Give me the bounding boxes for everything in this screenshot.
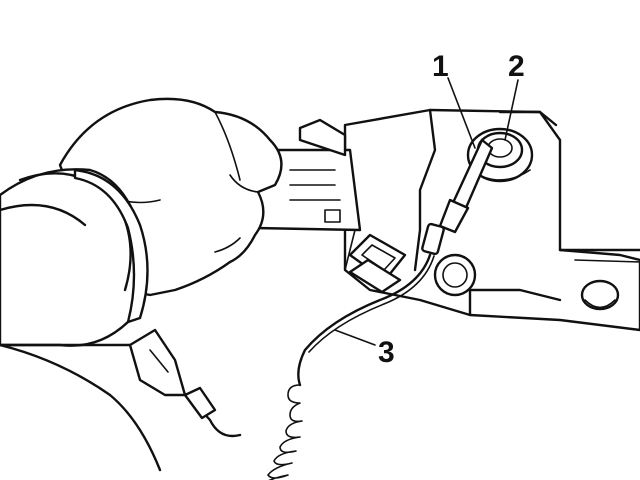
callout-2: 2 <box>508 50 525 83</box>
callout-1: 1 <box>432 50 449 83</box>
diamond-button <box>348 233 407 294</box>
wrist-strap <box>128 328 217 420</box>
lanyard-clip <box>421 138 494 256</box>
jacket-sleeve <box>0 168 149 347</box>
leader-line-3 <box>334 329 376 346</box>
callout-3: 3 <box>378 336 395 369</box>
leader-line-1 <box>447 77 476 149</box>
leader-lines <box>334 77 519 346</box>
leader-line-2 <box>504 79 519 141</box>
forearm <box>0 343 162 472</box>
round-fitting <box>433 253 477 297</box>
lanyard-cord <box>188 253 435 480</box>
